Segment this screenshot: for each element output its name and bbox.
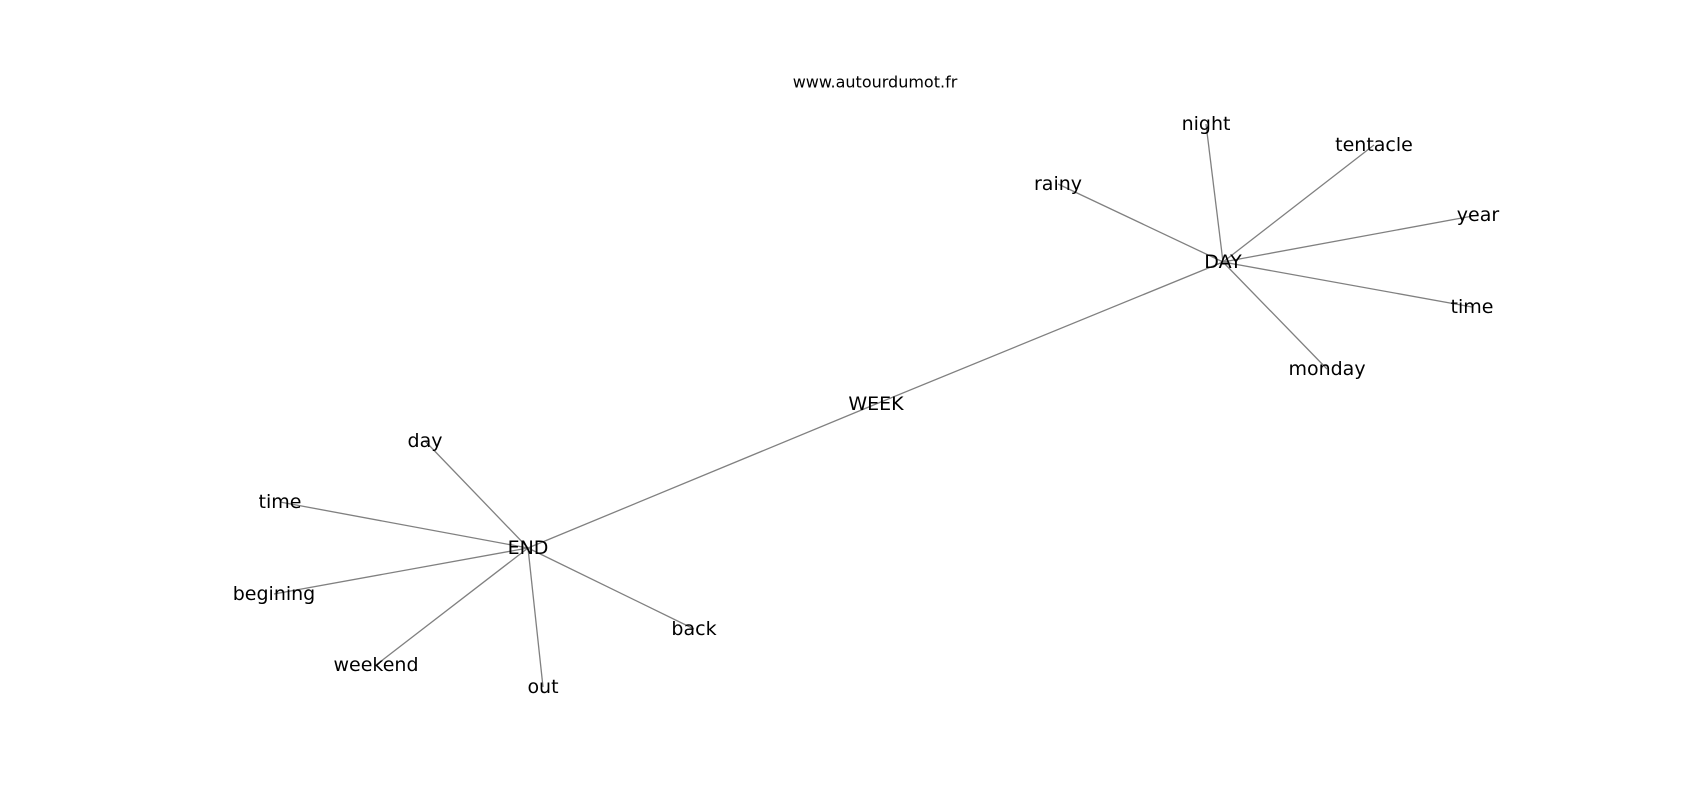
node-end: END	[508, 537, 549, 559]
node-day-tentacle: tentacle	[1335, 134, 1413, 156]
graph-nodes: WEEK DAY rainy night tentacle year time mondayE…	[233, 113, 1500, 698]
node-day-year: year	[1457, 204, 1500, 226]
node-day-night: night	[1182, 113, 1231, 135]
edge-day-time	[1222, 261, 1473, 308]
node-day-time: time	[1451, 296, 1494, 318]
edge-day-monday	[1222, 261, 1328, 370]
node-day-monday: monday	[1288, 358, 1365, 380]
graph-edges	[273, 123, 1479, 688]
node-end-weekend: weekend	[333, 654, 418, 676]
node-end-out: out	[527, 676, 558, 698]
edge-day-night	[1205, 123, 1224, 263]
node-day-rainy: rainy	[1034, 173, 1082, 195]
edge-day-year	[1222, 214, 1479, 263]
node-end-time: time	[259, 491, 302, 513]
edge-end-out	[527, 547, 544, 688]
edge-end-time	[279, 501, 529, 549]
node-week: WEEK	[848, 393, 904, 415]
edge-end-back	[527, 547, 695, 630]
edge-end-begining	[273, 547, 529, 595]
node-end-day: day	[408, 430, 443, 452]
edge-day-rainy	[1057, 183, 1224, 263]
edge-end-day	[424, 440, 529, 549]
node-day: DAY	[1204, 251, 1242, 273]
edge-week-end	[527, 403, 877, 549]
edge-end-weekend	[375, 547, 529, 666]
site-url: www.autourdumot.fr	[793, 73, 958, 92]
node-end-begining: begining	[233, 583, 316, 605]
node-end-back: back	[671, 618, 716, 640]
edge-day-tentacle	[1222, 144, 1375, 263]
edge-week-day	[875, 261, 1224, 405]
